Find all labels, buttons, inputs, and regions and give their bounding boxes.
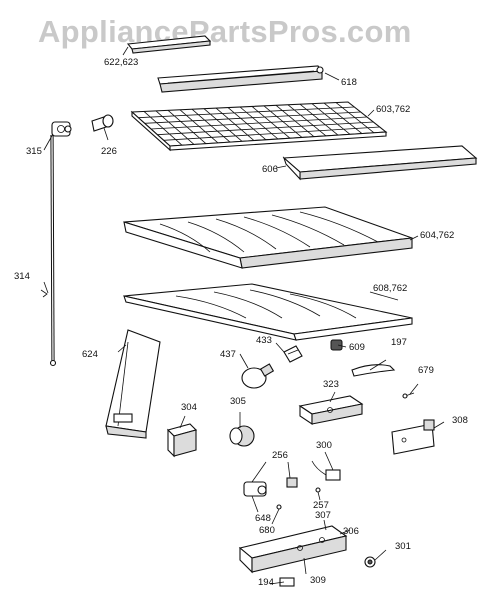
part-608-tray — [123, 283, 413, 341]
part-306-control-bracket — [238, 525, 348, 574]
label-609: 609 — [349, 342, 365, 353]
label-309: 309 — [310, 575, 326, 586]
label-437: 437 — [220, 349, 236, 360]
part-308-bracket — [391, 419, 435, 455]
label-648: 648 — [255, 513, 271, 524]
label-608-762: 608,762 — [373, 283, 408, 294]
label-315: 315 — [26, 146, 42, 157]
part-609-switch — [330, 339, 343, 351]
part-606-cover-panel — [282, 145, 478, 181]
label-307: 307 — [315, 510, 331, 521]
label-300: 300 — [316, 440, 332, 451]
label-257: 257 — [313, 500, 329, 511]
part-305-knob — [229, 425, 255, 447]
part-226-plug — [91, 114, 114, 132]
label-433: 433 — [256, 335, 272, 346]
part-256-connector — [286, 477, 298, 488]
label-197: 197 — [391, 337, 407, 348]
part-618-shelf-rail — [157, 65, 324, 93]
part-314-rod — [40, 134, 57, 367]
part-624-side-panel — [105, 329, 161, 439]
part-604-tray — [123, 206, 413, 269]
part-194-clip — [279, 577, 295, 587]
label-323: 323 — [323, 379, 339, 390]
part-315-bracket — [51, 121, 72, 137]
part-680-screw — [276, 504, 282, 510]
part-648-sensor — [243, 461, 267, 497]
label-308: 308 — [452, 415, 468, 426]
part-433-lamp-socket — [283, 345, 303, 363]
label-679: 679 — [418, 365, 434, 376]
part-622-trim-strip — [126, 35, 212, 54]
label-606: 606 — [262, 164, 278, 175]
label-680: 680 — [259, 525, 275, 536]
label-256: 256 — [272, 450, 288, 461]
label-301: 301 — [395, 541, 411, 552]
part-257-screw — [315, 487, 321, 493]
label-314: 314 — [14, 271, 30, 282]
label-304: 304 — [181, 402, 197, 413]
label-194: 194 — [258, 577, 274, 588]
leader-lines — [43, 46, 445, 585]
label-604-762: 604,762 — [420, 230, 455, 241]
label-624: 624 — [82, 349, 98, 360]
label-226: 226 — [101, 146, 117, 157]
part-679-screw — [402, 392, 415, 399]
part-197-clip — [351, 364, 396, 377]
part-323-control-housing — [298, 395, 364, 426]
watermark: AppliancePartsPros.com — [38, 14, 412, 49]
part-304-block — [166, 423, 198, 458]
label-622-623: 622,623 — [104, 57, 139, 68]
part-301-knob — [364, 556, 376, 568]
part-437-light-bulb — [241, 363, 275, 389]
label-305: 305 — [230, 396, 246, 407]
part-300-thermostat — [311, 460, 341, 481]
part-603-wire-shelf — [130, 101, 388, 152]
label-603-762: 603,762 — [376, 104, 411, 115]
label-306: 306 — [343, 526, 359, 537]
label-618: 618 — [341, 77, 357, 88]
